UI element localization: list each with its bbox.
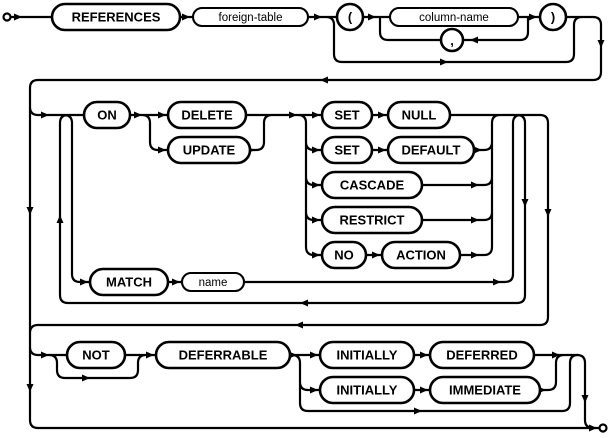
svg-text:RESTRICT: RESTRICT <box>340 213 405 228</box>
node-no: NO <box>320 240 368 270</box>
svg-text:INITIALLY: INITIALLY <box>337 348 398 363</box>
node-initially-immediate-initially: INITIALLY <box>318 375 416 405</box>
svg-text:): ) <box>551 10 555 25</box>
node-match: MATCH <box>88 267 170 297</box>
node-initially-deferred-initially: INITIALLY <box>318 340 416 370</box>
node-deferred: DEFERRED <box>428 340 536 370</box>
svg-text:foreign-table: foreign-table <box>219 12 283 24</box>
svg-text:NO: NO <box>334 248 354 263</box>
node-immediate: IMMEDIATE <box>428 375 542 405</box>
svg-text:DEFAULT: DEFAULT <box>402 143 461 158</box>
node-deferrable: DEFERRABLE <box>154 340 292 370</box>
svg-text:REFERENCES: REFERENCES <box>72 10 161 25</box>
end-terminal-icon <box>598 423 608 433</box>
svg-text:ACTION: ACTION <box>396 248 446 263</box>
node-name: name <box>180 271 246 293</box>
svg-text:name: name <box>199 277 228 289</box>
svg-text:DELETE: DELETE <box>181 108 233 123</box>
node-open-paren: ( <box>335 2 365 32</box>
node-set-default-set: SET <box>320 135 374 165</box>
node-foreign-table: foreign-table <box>191 6 310 28</box>
svg-text:MATCH: MATCH <box>106 275 152 290</box>
node-not: NOT <box>65 340 127 370</box>
node-cascade: CASCADE <box>320 170 424 200</box>
svg-text:IMMEDIATE: IMMEDIATE <box>449 383 521 398</box>
svg-text:column-name: column-name <box>419 12 489 24</box>
svg-text:NULL: NULL <box>402 108 437 123</box>
node-references: REFERENCES <box>50 2 182 32</box>
node-null: NULL <box>386 100 452 130</box>
svg-text:INITIALLY: INITIALLY <box>337 383 398 398</box>
node-column-name: column-name <box>388 6 520 28</box>
svg-text:ON: ON <box>97 108 117 123</box>
start-terminal-icon <box>2 12 12 22</box>
svg-text:SET: SET <box>334 108 359 123</box>
node-set-null-set: SET <box>320 100 374 130</box>
node-default: DEFAULT <box>386 135 476 165</box>
node-on: ON <box>82 100 132 130</box>
svg-text:CASCADE: CASCADE <box>340 178 405 193</box>
node-comma: , <box>439 27 465 53</box>
node-update: UPDATE <box>166 135 252 165</box>
node-restrict: RESTRICT <box>320 205 424 235</box>
svg-text:SET: SET <box>334 143 359 158</box>
node-action: ACTION <box>380 240 462 270</box>
svg-text:DEFERRABLE: DEFERRABLE <box>179 348 268 363</box>
svg-text:,: , <box>450 33 454 48</box>
node-delete: DELETE <box>166 100 248 130</box>
svg-text:NOT: NOT <box>82 348 110 363</box>
svg-text:DEFERRED: DEFERRED <box>446 348 518 363</box>
svg-text:(: ( <box>348 10 353 25</box>
svg-text:UPDATE: UPDATE <box>183 143 236 158</box>
node-close-paren: ) <box>538 2 568 32</box>
